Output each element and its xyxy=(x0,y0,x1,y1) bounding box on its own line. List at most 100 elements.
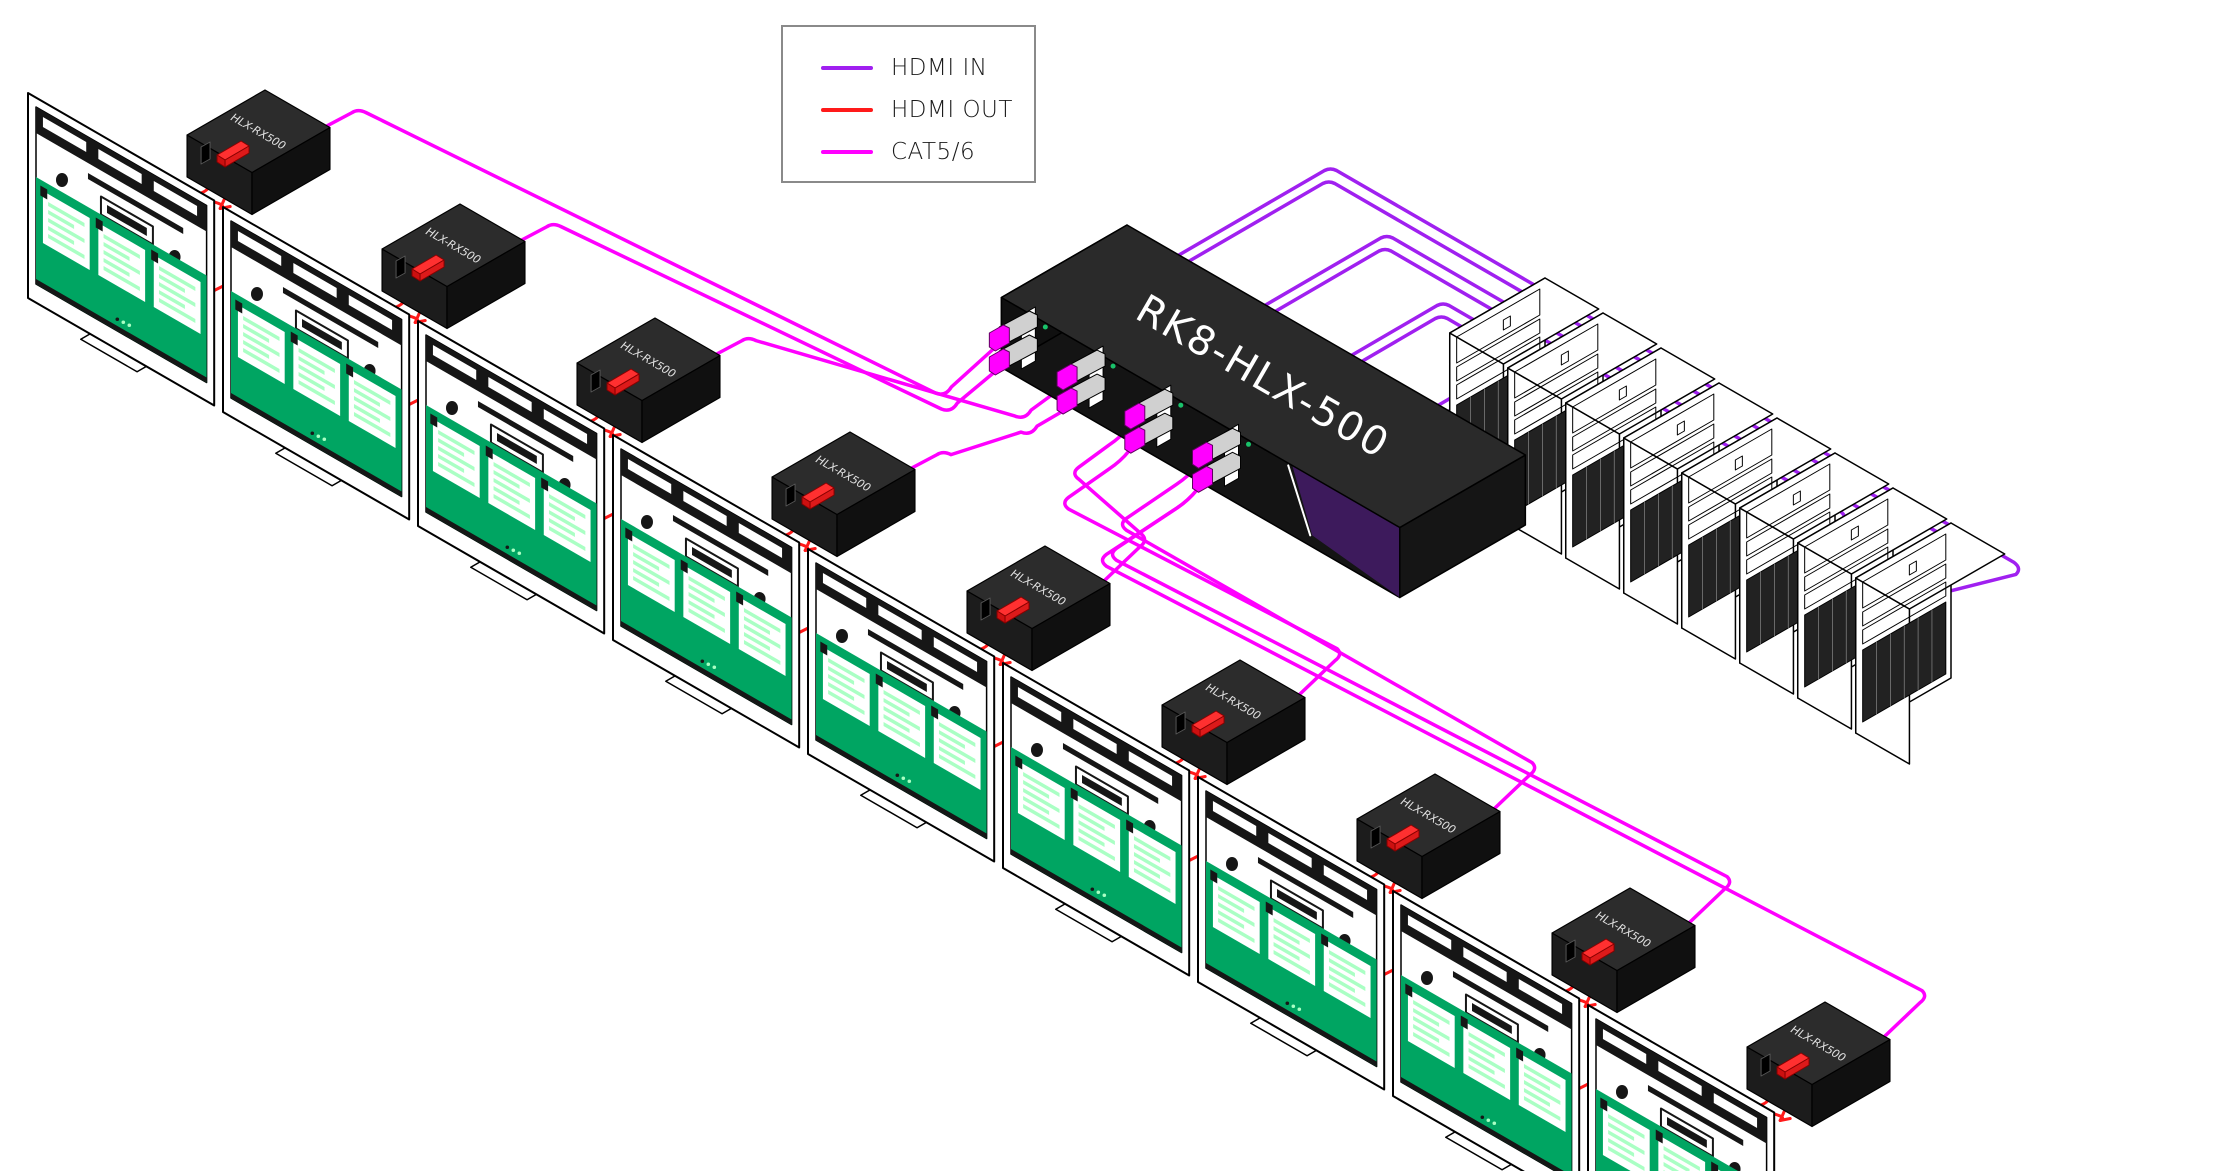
screen-card-line xyxy=(1468,1048,1505,1073)
screen-page-dot xyxy=(1102,893,1107,898)
monitor xyxy=(222,206,411,521)
screen-center-bar xyxy=(1082,775,1122,806)
screen-nav-item xyxy=(488,377,532,412)
screen-center-bar xyxy=(692,547,732,578)
screen-card-line xyxy=(883,706,920,731)
screen-title-bar xyxy=(867,629,964,690)
server-drive-bay xyxy=(1630,423,1715,487)
screen-card-line xyxy=(1218,886,1255,911)
screen-card-line xyxy=(243,324,270,343)
screen-card-line xyxy=(1328,950,1366,975)
screen-card-line xyxy=(438,454,465,473)
screen-card-line xyxy=(493,478,530,503)
screen-page-dot xyxy=(712,665,717,670)
screen-card-icon xyxy=(875,673,883,688)
screen-card-line xyxy=(688,576,725,601)
screen-card-line xyxy=(1608,1122,1635,1141)
server-bay xyxy=(1688,428,1773,504)
power-jack-icon xyxy=(1760,1053,1771,1077)
screen-title-bar xyxy=(1257,857,1354,918)
screen-card-line xyxy=(633,568,660,587)
receiver-hlx-rx500: HLX-RX500 xyxy=(1161,659,1306,786)
screen-dot xyxy=(1420,971,1433,985)
hdmi-dongle-side xyxy=(614,373,640,396)
screen-nav-item xyxy=(1017,687,1062,722)
screen-nav-item xyxy=(1128,751,1173,786)
screen-card-line xyxy=(158,290,185,309)
screen-card-icon xyxy=(1126,819,1134,834)
screen-card-icon xyxy=(1655,1129,1663,1144)
screen-page-dot xyxy=(1297,1007,1302,1012)
server-drive-bay xyxy=(1688,476,1773,540)
screen-nav-item xyxy=(878,605,922,640)
monitors-and-receivers: HLX-RX500HLX-RX500HLX-RX500HLX-RX500HLX-… xyxy=(27,89,1891,1176)
power-button-icon xyxy=(1908,560,1917,576)
screen-card-line xyxy=(1218,894,1245,913)
screen-nav-item xyxy=(1323,865,1368,900)
screen-card-icon xyxy=(1265,901,1273,916)
hdmi-dongle-side xyxy=(419,259,445,282)
screen-page-dot xyxy=(310,431,315,436)
screen-card-line xyxy=(103,234,140,259)
screen-footer xyxy=(1206,963,1377,1067)
screen-card-line xyxy=(633,560,670,585)
screen-card-line xyxy=(1078,820,1115,845)
screen-card-line xyxy=(743,632,770,651)
server-top xyxy=(1622,382,1774,470)
legend-item-hdmi-in: HDMI IN xyxy=(821,47,1034,89)
screen-title-bar xyxy=(672,515,769,576)
screen-page-dot xyxy=(322,437,327,442)
monitor xyxy=(1587,1004,1776,1176)
screen-nav-item xyxy=(627,459,672,494)
screen-card-line xyxy=(1133,860,1160,879)
screen-center-bar xyxy=(1472,1003,1512,1034)
screen-card-line xyxy=(353,396,391,421)
server-bay xyxy=(1746,463,1831,539)
screen-card-line xyxy=(828,682,855,701)
screen-card-line xyxy=(1133,852,1171,877)
screen-card-line xyxy=(1023,780,1050,799)
screen-card-line xyxy=(1023,804,1060,829)
screen-card-line xyxy=(1413,1000,1450,1025)
screen-card-line xyxy=(1523,1096,1561,1121)
screen-page-dot xyxy=(1090,887,1095,892)
power-button-icon xyxy=(1850,525,1859,541)
receiver-hlx-rx500: HLX-RX500 xyxy=(771,431,916,558)
power-jack-icon xyxy=(1370,825,1381,849)
screen-page-dot xyxy=(895,773,900,778)
screen-card-line xyxy=(1078,836,1115,861)
screen-card-line xyxy=(438,430,475,455)
legend-label-hdmi-out: HDMI OUT xyxy=(891,97,1013,123)
screen-card-line xyxy=(633,552,660,571)
screen-card-line xyxy=(688,592,725,617)
screen-card-line xyxy=(1328,974,1355,993)
screen-page-dot xyxy=(511,548,516,553)
screen-card-line xyxy=(1133,844,1160,863)
screen-card-line xyxy=(298,380,335,405)
monitor xyxy=(1197,776,1386,1091)
screen-card-line xyxy=(1413,1032,1450,1057)
hdmi-dongle-side xyxy=(1004,601,1030,624)
screen-card-line xyxy=(633,576,670,601)
screen-card-line xyxy=(1273,934,1310,959)
rk8-switch: RK8-HLX-500 xyxy=(988,224,1527,599)
receiver-hlx-rx500: HLX-RX500 xyxy=(186,89,331,216)
screen-card-icon xyxy=(541,477,549,492)
cat-cable xyxy=(901,410,1063,475)
screen-card-icon xyxy=(485,445,493,460)
screen-card-line xyxy=(1133,868,1171,893)
screen-card-line xyxy=(548,502,575,521)
screen-card-line xyxy=(158,274,185,293)
server-top xyxy=(1796,487,1948,575)
screen-card-line xyxy=(298,364,335,389)
screen-page-dot xyxy=(316,434,321,439)
monitor xyxy=(1392,890,1581,1176)
screen-card-line xyxy=(1273,950,1310,975)
screen-card-line xyxy=(1133,836,1171,861)
screen-card-line xyxy=(938,754,976,779)
screen-card-icon xyxy=(40,185,48,200)
screen-card-line xyxy=(1663,1146,1700,1171)
server-drive-bay xyxy=(1862,563,1947,627)
screen-card-line xyxy=(1218,910,1245,929)
